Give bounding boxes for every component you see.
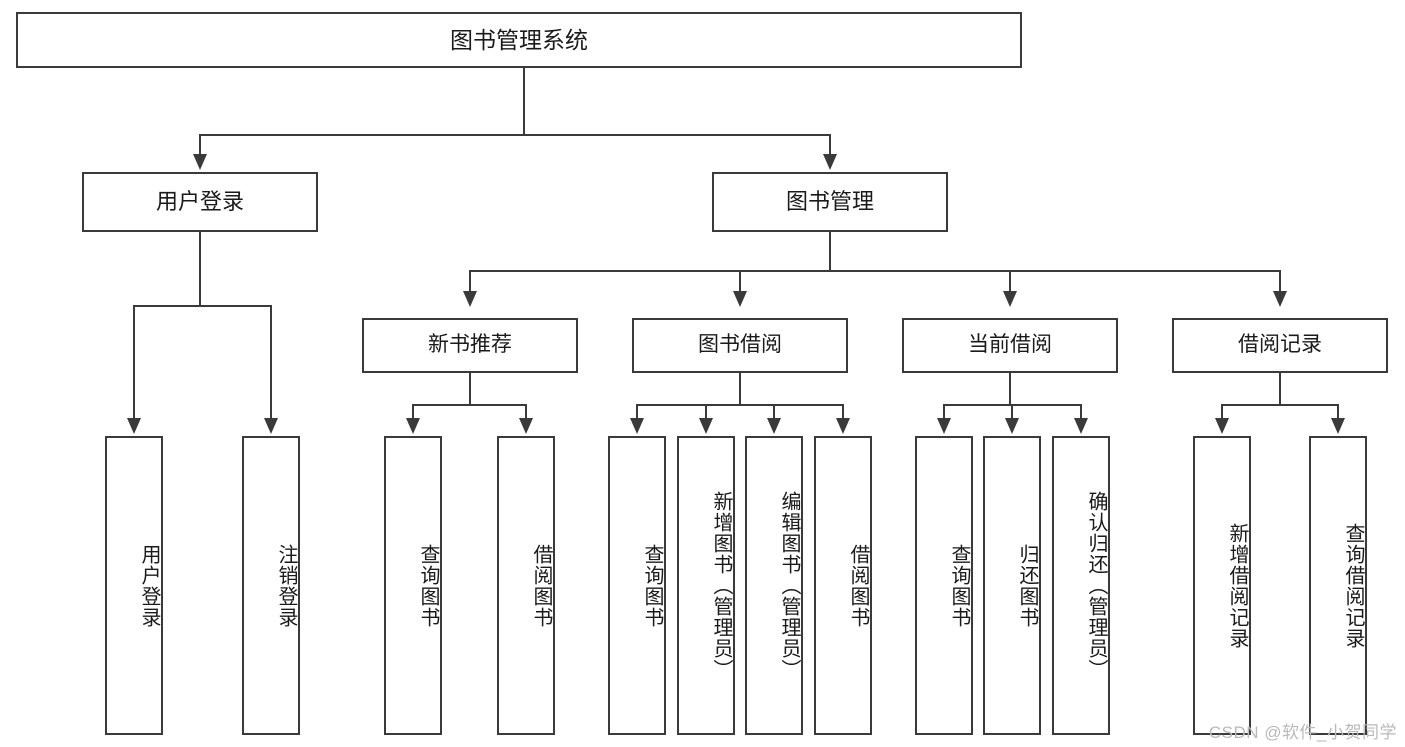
arrow-nbr-leaf-1 — [406, 418, 420, 434]
connector-root-bus — [199, 134, 831, 136]
connector-user-login-drop-2 — [270, 305, 272, 419]
node-label: 新书推荐 — [428, 333, 512, 357]
node-leaf-return-book[interactable]: 归还图书 — [983, 436, 1041, 735]
node-current-borrow[interactable]: 当前借阅 — [902, 318, 1118, 373]
connector-cb-drop-2 — [1011, 404, 1013, 419]
arrow-root-to-user-login — [193, 154, 207, 170]
arrow-cb-leaf-1 — [937, 418, 951, 434]
connector-nbr-bus — [412, 404, 526, 406]
arrow-user-login-leaf-1 — [127, 418, 141, 434]
node-label: 用户登录 — [155, 189, 244, 215]
node-label: 新增图书（管理员） — [710, 491, 732, 680]
node-book-management[interactable]: 图书管理 — [712, 172, 948, 232]
arrow-br-leaf-2 — [1331, 418, 1345, 434]
node-label: 用户登录 — [138, 543, 160, 628]
connector-bb-drop-1 — [636, 404, 638, 419]
arrow-bm-to-new-book-recommend — [463, 291, 477, 307]
node-leaf-user-logout[interactable]: 注销登录 — [242, 436, 300, 735]
node-leaf-query-book-borrow[interactable]: 查询图书 — [608, 436, 666, 735]
node-label: 编辑图书（管理员） — [778, 491, 800, 680]
node-leaf-add-borrow-record[interactable]: 新增借阅记录 — [1193, 436, 1251, 735]
arrow-user-login-leaf-2 — [264, 418, 278, 434]
node-leaf-query-borrow-record[interactable]: 查询借阅记录 — [1309, 436, 1367, 735]
connector-book-management-stem — [829, 232, 831, 272]
arrow-bb-leaf-3 — [767, 418, 781, 434]
arrow-bb-leaf-1 — [630, 418, 644, 434]
connector-root-to-book-management — [829, 134, 831, 155]
connector-nbr-stem — [469, 373, 471, 406]
node-label: 借阅记录 — [1238, 333, 1322, 357]
node-leaf-edit-book[interactable]: 编辑图书（管理员） — [745, 436, 803, 735]
connector-cb-drop-1 — [943, 404, 945, 419]
connector-bb-drop-3 — [773, 404, 775, 419]
node-borrow-record[interactable]: 借阅记录 — [1172, 318, 1388, 373]
connector-user-login-drop-1 — [133, 305, 135, 419]
node-leaf-query-book-recommend[interactable]: 查询图书 — [384, 436, 442, 735]
connector-nbr-drop-1 — [412, 404, 414, 419]
node-leaf-borrow-book[interactable]: 借阅图书 — [814, 436, 872, 735]
node-label: 查询图书 — [417, 543, 439, 628]
connector-br-drop-1 — [1221, 404, 1223, 419]
node-label: 确认归还（管理员） — [1085, 491, 1107, 680]
connector-user-login-stem — [199, 232, 201, 307]
connector-user-login-bus — [133, 305, 271, 307]
arrow-bm-to-current-borrow — [1003, 291, 1017, 307]
node-label: 归还图书 — [1016, 543, 1038, 628]
connector-bm-drop-3 — [1009, 270, 1011, 292]
arrow-root-to-book-management — [823, 154, 837, 170]
node-new-book-recommend[interactable]: 新书推荐 — [362, 318, 578, 373]
node-leaf-query-book-current[interactable]: 查询图书 — [915, 436, 973, 735]
arrow-nbr-leaf-2 — [519, 418, 533, 434]
connector-root-stem — [523, 68, 525, 135]
arrow-bm-to-borrow-record — [1273, 291, 1287, 307]
connector-bb-bus — [636, 404, 843, 406]
node-label: 图书借阅 — [698, 333, 782, 357]
arrow-cb-leaf-2 — [1005, 418, 1019, 434]
node-label: 查询图书 — [641, 543, 663, 628]
connector-nbr-drop-2 — [525, 404, 527, 419]
arrow-bm-to-book-borrow — [733, 291, 747, 307]
node-label: 查询借阅记录 — [1342, 522, 1364, 649]
arrow-bb-leaf-4 — [836, 418, 850, 434]
node-root-book-management-system[interactable]: 图书管理系统 — [16, 12, 1022, 68]
connector-bm-drop-1 — [469, 270, 471, 292]
node-label: 新增借阅记录 — [1226, 522, 1248, 649]
connector-cb-drop-3 — [1080, 404, 1082, 419]
node-label: 图书管理系统 — [450, 26, 588, 53]
node-user-login[interactable]: 用户登录 — [82, 172, 318, 232]
node-label: 注销登录 — [275, 543, 297, 628]
connector-br-stem — [1279, 373, 1281, 406]
node-label: 查询图书 — [948, 543, 970, 628]
connector-br-bus — [1221, 404, 1338, 406]
arrow-br-leaf-1 — [1215, 418, 1229, 434]
connector-book-management-bus — [469, 270, 1280, 272]
node-label: 借阅图书 — [847, 543, 869, 628]
node-leaf-add-book[interactable]: 新增图书（管理员） — [677, 436, 735, 735]
node-leaf-user-login[interactable]: 用户登录 — [105, 436, 163, 735]
node-leaf-confirm-return[interactable]: 确认归还（管理员） — [1052, 436, 1110, 735]
arrow-cb-leaf-3 — [1074, 418, 1088, 434]
connector-bb-drop-2 — [705, 404, 707, 419]
connector-cb-stem — [1009, 373, 1011, 406]
connector-bm-drop-4 — [1279, 270, 1281, 292]
connector-bb-stem — [739, 373, 741, 406]
arrow-bb-leaf-2 — [699, 418, 713, 434]
node-leaf-borrow-book-recommend[interactable]: 借阅图书 — [497, 436, 555, 735]
connector-bm-drop-2 — [739, 270, 741, 292]
node-label: 当前借阅 — [968, 333, 1052, 357]
connector-bb-drop-4 — [842, 404, 844, 419]
node-label: 图书管理 — [785, 189, 874, 215]
connector-br-drop-2 — [1337, 404, 1339, 419]
connector-root-to-user-login — [199, 134, 201, 155]
node-book-borrow[interactable]: 图书借阅 — [632, 318, 848, 373]
node-label: 借阅图书 — [530, 543, 552, 628]
